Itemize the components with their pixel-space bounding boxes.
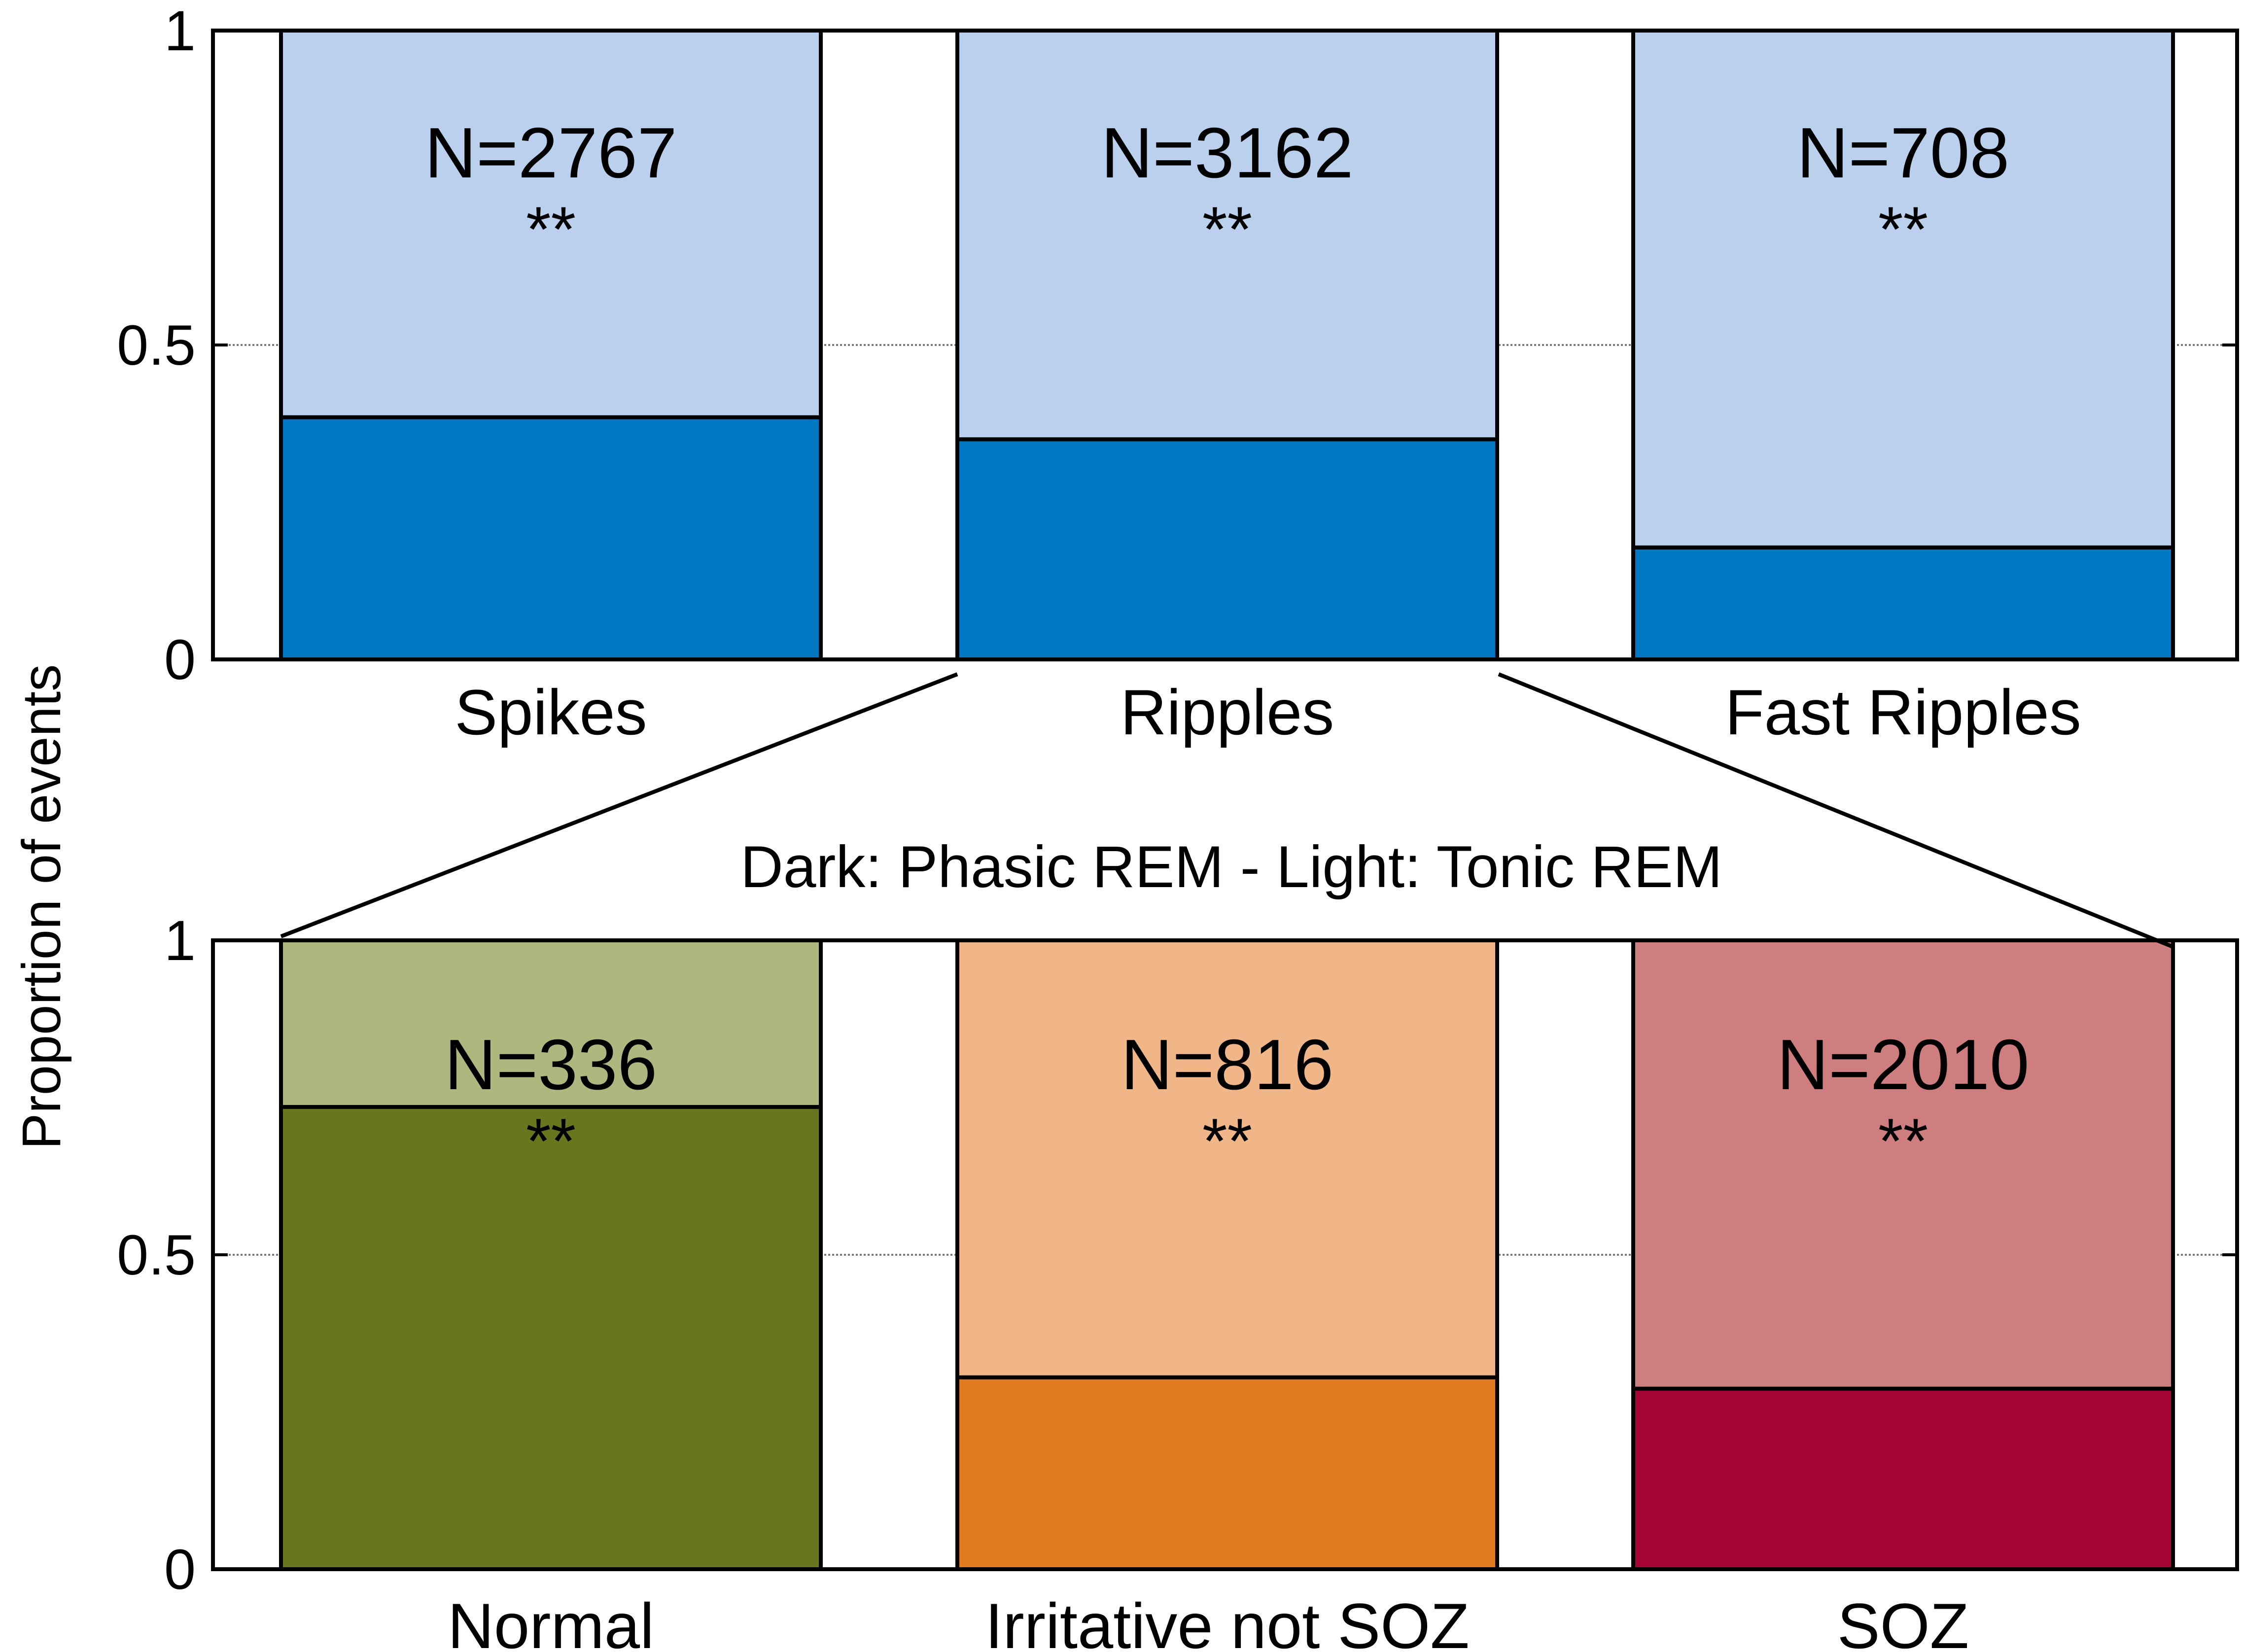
category-label: Ripples bbox=[1121, 676, 1334, 748]
category-label: Normal bbox=[448, 1590, 654, 1652]
category-label: SOZ bbox=[1837, 1590, 1969, 1652]
bar-segment-phasic-irritative-not-soz bbox=[955, 1375, 1499, 1572]
significance-label: ** bbox=[1202, 1105, 1252, 1177]
y-tick-label: 1 bbox=[164, 909, 196, 972]
bar-segment-tonic-normal bbox=[279, 938, 823, 1109]
count-label: N=2767 bbox=[425, 113, 677, 193]
count-label: N=2010 bbox=[1777, 1025, 2030, 1104]
significance-label: ** bbox=[1878, 1105, 1928, 1177]
y-tick-label: 1 bbox=[164, 0, 196, 63]
bar-segment-phasic-spikes bbox=[279, 415, 823, 661]
bar-segment-tonic-fast-ripples bbox=[1631, 29, 2175, 550]
bar-segment-tonic-spikes bbox=[279, 29, 823, 419]
category-label: Fast Ripples bbox=[1725, 676, 2081, 748]
significance-label: ** bbox=[1202, 193, 1252, 265]
panel-subtitle: Dark: Phasic REM - Light: Tonic REM bbox=[740, 834, 1722, 900]
y-tick-label: 0.5 bbox=[117, 1224, 196, 1287]
zoom-line-right bbox=[1498, 672, 2175, 949]
y-tick-label: 0 bbox=[164, 1538, 196, 1601]
zoom-line-left bbox=[280, 672, 958, 938]
count-label: N=708 bbox=[1797, 113, 2009, 193]
y-axis-label: Proportion of events bbox=[11, 664, 72, 1149]
category-label: Spikes bbox=[455, 676, 647, 748]
top-panel-spikes-ripples: 00.51N=2767**SpikesN=3162**RipplesN=708*… bbox=[117, 0, 2239, 748]
count-label: N=816 bbox=[1121, 1025, 1333, 1104]
zoom-connector-lines bbox=[280, 672, 2175, 949]
category-label: Irritative not SOZ bbox=[985, 1590, 1470, 1652]
bar-segment-tonic-soz bbox=[1631, 938, 2175, 1391]
bar-segment-phasic-soz bbox=[1631, 1386, 2175, 1572]
count-label: N=3162 bbox=[1101, 113, 1354, 193]
bar-segment-phasic-ripples bbox=[955, 437, 1499, 662]
significance-label: ** bbox=[526, 1105, 576, 1177]
bar-segment-phasic-fast-ripples bbox=[1631, 545, 2175, 661]
bar-segment-phasic-normal bbox=[279, 1105, 823, 1571]
count-label: N=336 bbox=[445, 1025, 657, 1104]
bar-segment-tonic-ripples bbox=[955, 29, 1499, 442]
significance-label: ** bbox=[526, 193, 576, 265]
bar-segment-tonic-irritative-not-soz bbox=[955, 938, 1499, 1379]
y-tick-label: 0 bbox=[164, 628, 196, 691]
y-tick-label: 0.5 bbox=[117, 314, 196, 377]
significance-label: ** bbox=[1878, 193, 1928, 265]
